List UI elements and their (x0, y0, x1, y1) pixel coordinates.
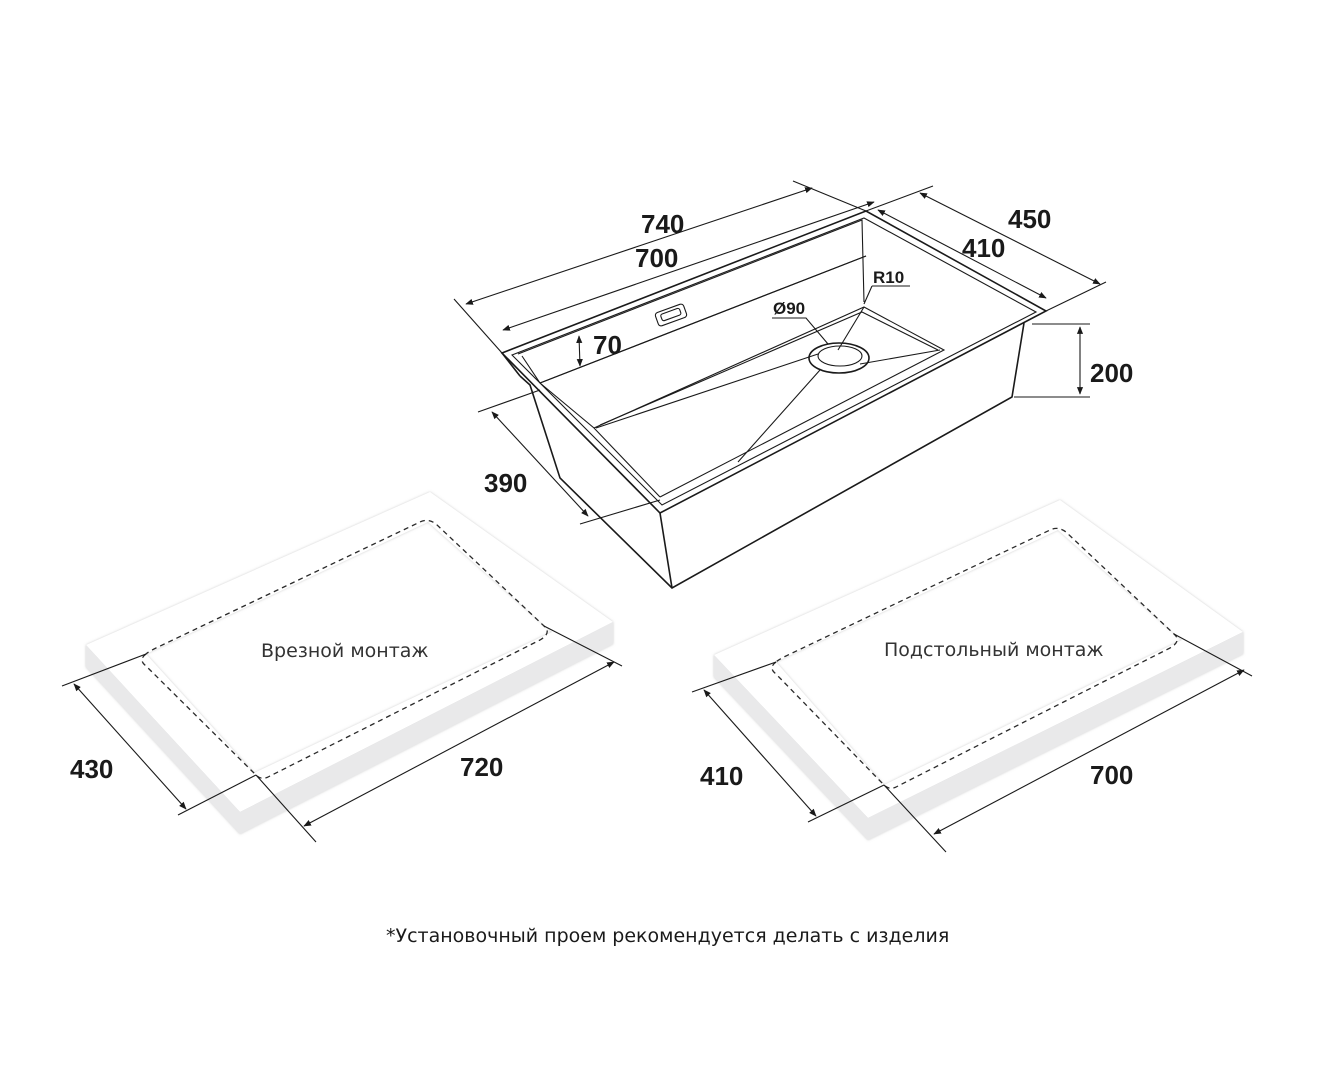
sink-drain-slope-lines (595, 306, 941, 463)
dim-drain-label: Ø90 (773, 299, 805, 318)
dim-under-410-extension (691, 661, 777, 693)
undermount-panel: Подстольный монтаж 410 700 (691, 500, 1253, 853)
undermount-label: Подстольный монтаж (884, 639, 1104, 661)
dim-under-700-line (933, 669, 1245, 835)
dim-200-extension (1014, 323, 1090, 398)
dim-430-label: 430 (70, 754, 113, 784)
dim-under-410-extension-b (807, 784, 885, 823)
dim-r10-leader (863, 285, 910, 305)
dim-under-410-line (703, 689, 817, 817)
dim-700-line (502, 201, 875, 331)
dim-390-extension (477, 389, 661, 525)
dim-700-label: 700 (635, 243, 678, 273)
sink-bowl-ledge (521, 255, 867, 384)
dim-drain-leader (772, 317, 829, 345)
flush-mount-label: Врезной монтаж (261, 640, 429, 662)
dim-410-line (877, 209, 1047, 299)
dim-under-700-extension (883, 633, 1253, 853)
dim-under-700-label: 700 (1090, 760, 1133, 790)
dim-r10-label: R10 (873, 268, 904, 287)
sink-dimensions: 740 700 450 410 200 390 70 R10 Ø90 (453, 180, 1133, 525)
dim-430-extension (61, 653, 147, 687)
sink-body (500, 210, 1048, 589)
under-cut-line (771, 527, 1178, 789)
sink-bowl-left-wall (539, 382, 661, 498)
flush-mount-panel: Врезной монтаж 430 720 (61, 492, 623, 843)
dim-450-label: 450 (1008, 204, 1051, 234)
dim-410-label: 410 (962, 233, 1005, 263)
dim-390-line (491, 411, 589, 517)
flush-cut-line (141, 519, 548, 779)
dim-430-extension-b (177, 774, 257, 816)
drain-inner-icon (817, 345, 863, 367)
drain-outer-icon (808, 342, 870, 374)
sink-body-outline (519, 322, 1025, 589)
installation-footnote: *Установочный проем рекомендуется делать… (386, 925, 949, 947)
dim-70-line (576, 335, 583, 367)
sink-bowl-bottom-inner (599, 311, 939, 426)
dim-390-label: 390 (484, 468, 527, 498)
sink-corner-edge (501, 352, 521, 377)
dim-720-line (303, 661, 615, 827)
overflow-slot-icon (654, 303, 688, 327)
sink-bowl-bottom (593, 306, 946, 498)
dim-70-label: 70 (593, 330, 622, 360)
under-panel-front (868, 632, 1243, 840)
dim-740-label: 740 (641, 209, 684, 239)
dim-200-label: 200 (1090, 358, 1133, 388)
dim-720-label: 720 (460, 752, 503, 782)
dim-720-extension (255, 625, 623, 843)
dim-430-line (73, 683, 187, 810)
dim-450-extension (865, 185, 1107, 312)
sink-front-corner-edge (659, 512, 673, 589)
dim-under-410-label: 410 (700, 761, 743, 791)
